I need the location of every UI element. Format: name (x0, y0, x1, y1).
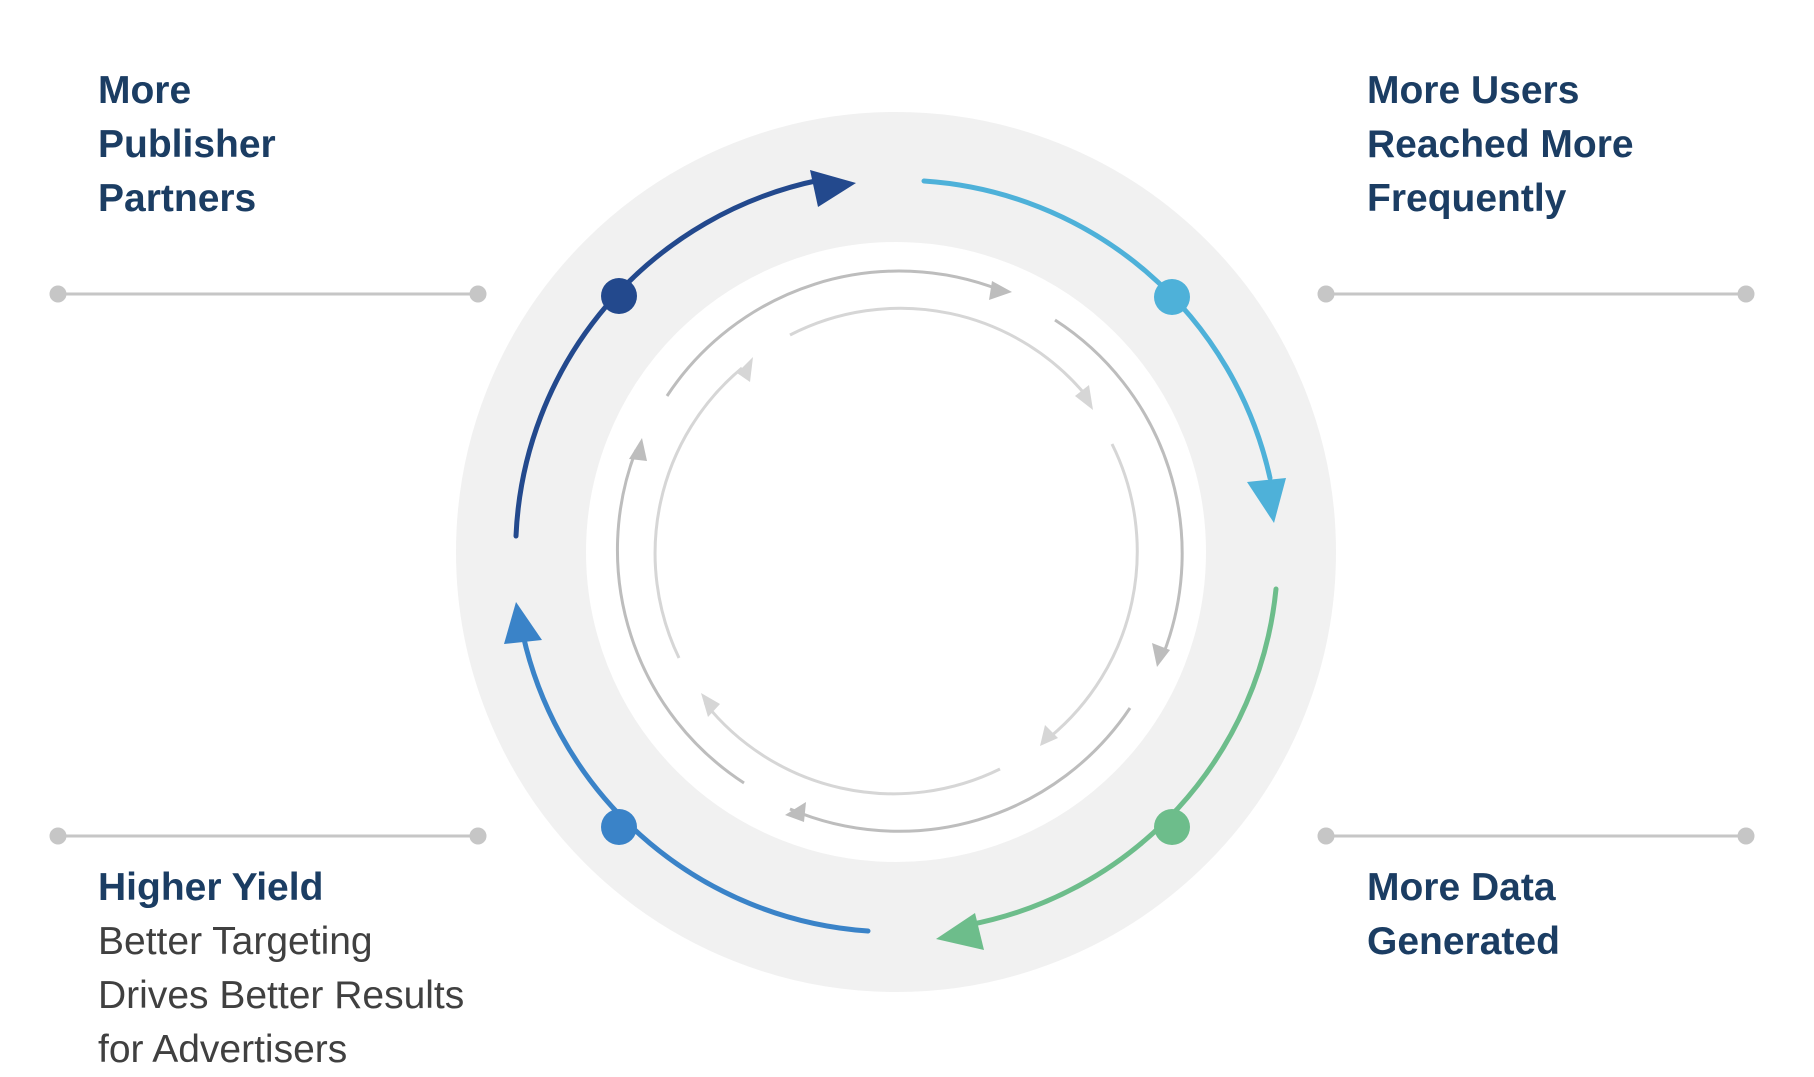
label-line: Generated (1367, 920, 1560, 963)
arrowhead-top-left (810, 170, 856, 207)
label-line: Publisher (98, 123, 276, 166)
label-more-data-generated: More Data Generated (1367, 861, 1560, 969)
arc-bottom-left (517, 617, 871, 934)
inner-arrow-5 (1075, 385, 1093, 410)
node-top-left (601, 278, 637, 314)
inner-arrow-4 (629, 438, 647, 461)
inner-arc-4 (616, 449, 745, 785)
label-subtext: Better Targeting (98, 920, 373, 963)
label-subtext: for Advertisers (98, 1028, 348, 1071)
connector-bottom-left (49, 827, 487, 845)
inner-arc-8 (653, 366, 743, 659)
inner-arc-1 (665, 269, 1001, 397)
arrowhead-bottom-left (504, 602, 542, 644)
label-subtext: Drives Better Results (98, 974, 465, 1017)
arc-top-right (921, 178, 1273, 481)
label-more-users-reached: More Users Reached More Frequently (1367, 64, 1634, 226)
arrowhead-bottom-right (936, 913, 984, 950)
arrowhead-top-right (1247, 478, 1286, 523)
inner-arrow-6 (1040, 725, 1058, 746)
label-line: More (98, 69, 192, 112)
label-line: Reached More (1367, 123, 1634, 166)
inner-arrow-1 (989, 281, 1012, 300)
inner-arc-5 (789, 306, 1090, 399)
label-higher-yield: Higher Yield Better Targeting Drives Bet… (98, 861, 464, 1077)
label-line: More Users (1367, 69, 1580, 112)
inner-arrow-3 (785, 802, 806, 822)
label-more-publisher-partners: More Publisher Partners (98, 64, 276, 226)
inner-arrow-8 (737, 357, 753, 382)
node-bottom-right (1154, 809, 1190, 845)
arc-bottom-right (965, 586, 1279, 928)
inner-arc-7 (703, 702, 1001, 796)
outer-ring (456, 112, 1336, 992)
inner-arrow-7 (701, 693, 720, 717)
node-bottom-left (601, 809, 637, 845)
label-line: More Data (1367, 866, 1556, 909)
inner-arc-2 (1054, 318, 1184, 656)
connector-bottom-right (1317, 827, 1755, 845)
inner-arc-3 (789, 707, 1132, 833)
connector-top-right (1317, 285, 1755, 303)
inner-arrow-2 (1152, 643, 1170, 667)
label-title: Higher Yield (98, 866, 324, 909)
label-line: Partners (98, 177, 257, 220)
node-top-right (1154, 279, 1190, 315)
connector-top-left (49, 285, 487, 303)
inner-arc-6 (1049, 443, 1139, 739)
label-line: Frequently (1367, 177, 1567, 220)
